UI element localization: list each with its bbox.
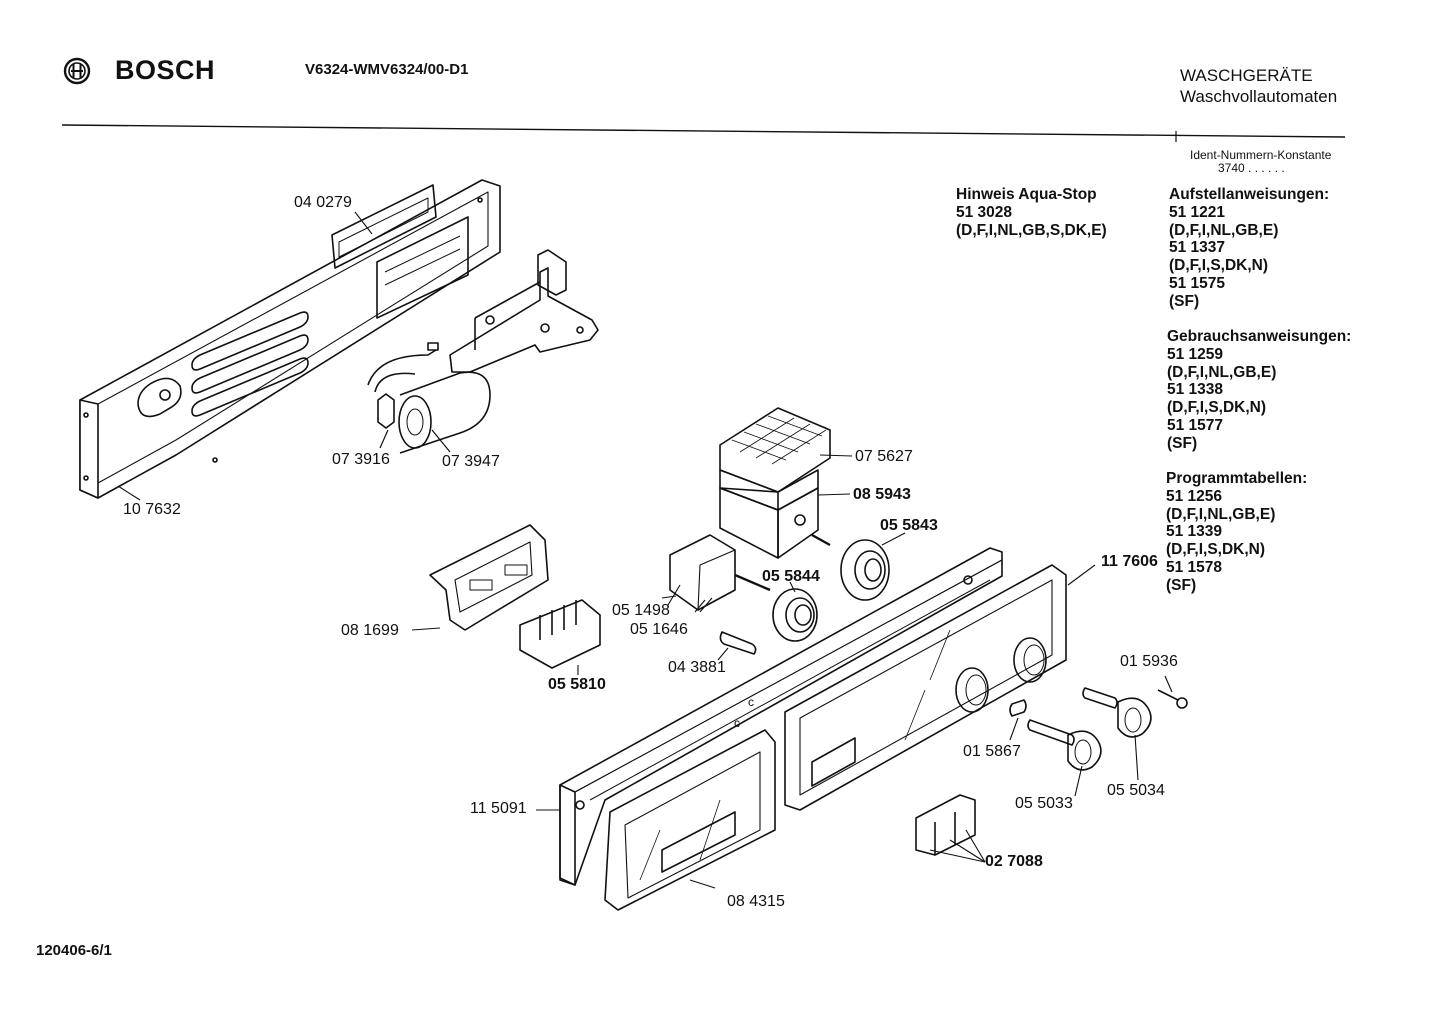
rear-panel-drawing — [79, 179, 501, 499]
doc-line: 51 1578 — [1166, 558, 1223, 576]
connector-drawing — [519, 599, 601, 675]
category-subtitle: Waschvollautomaten — [1180, 87, 1338, 106]
doc-line: (D,F,I,S,DK,N) — [1169, 257, 1269, 275]
doc-line: (D,F,I,NL,GB,E) — [1166, 505, 1276, 523]
part-label-055843: 05 5843 — [880, 517, 938, 534]
part-label-051646: 05 1646 — [630, 621, 688, 638]
bracket-drawing — [449, 249, 599, 373]
part-label-040279: 04 0279 — [294, 194, 352, 211]
screw-drawing — [1009, 675, 1188, 741]
fascia-drawing — [784, 564, 1096, 811]
spindle-drawing — [717, 631, 757, 661]
part-label-117606: 11 7606 — [1101, 553, 1158, 570]
brand-name: BOSCH — [115, 55, 216, 85]
doc-block-setup: Aufstellanweisungen: 51 1221 (D,F,I,NL,G… — [1169, 186, 1329, 311]
doc-line: (D,F,I,S,DK,N) — [1167, 399, 1267, 417]
doc-title: Gebrauchsanweisungen: — [1167, 328, 1352, 345]
part-label-075627: 07 5627 — [855, 448, 913, 465]
ident-value: 3740 . . . . . . — [1218, 161, 1285, 175]
doc-title: Aufstellanweisungen: — [1169, 186, 1330, 203]
part-label-051498: 05 1498 — [612, 602, 670, 619]
part-label-055844: 05 5844 — [762, 568, 820, 585]
doc-block-programs: Programmtabellen: 51 1256 (D,F,I,NL,GB,E… — [1166, 470, 1307, 595]
part-label-073947: 07 3947 — [442, 453, 500, 470]
svg-text:c: c — [734, 716, 740, 730]
header-rule — [61, 124, 1346, 138]
display-window-drawing — [604, 729, 776, 911]
doc-line: 51 1577 — [1167, 416, 1224, 434]
doc-block-usage: Gebrauchsanweisungen: 51 1259 (D,F,I,NL,… — [1167, 328, 1351, 453]
diagram-code: 120406-6/1 — [36, 942, 112, 959]
model-number: V6324-WMV6324/00-D1 — [305, 61, 469, 78]
aqua-stop-number: 51 3028 — [956, 203, 1013, 221]
part-label-107632: 10 7632 — [123, 501, 181, 518]
aqua-stop-title: Hinweis Aqua-Stop — [956, 186, 1097, 203]
doc-line: (SF) — [1167, 434, 1198, 452]
buttons-drawing — [915, 794, 986, 863]
part-label-055033: 05 5033 — [1015, 795, 1073, 812]
holder-drawing — [411, 524, 549, 631]
doc-line: 51 1256 — [1166, 487, 1223, 505]
part-label-081699: 08 1699 — [341, 622, 399, 639]
part-label-015867: 01 5867 — [963, 743, 1021, 760]
doc-line: (D,F,I,NL,GB,E) — [1169, 221, 1279, 239]
aqua-stop-info: Hinweis Aqua-Stop 51 3028 (D,F,I,NL,GB,S… — [956, 186, 1107, 239]
part-label-073916: 07 3916 — [332, 451, 390, 468]
svg-text:c: c — [748, 695, 754, 709]
doc-line: 51 1339 — [1166, 523, 1223, 541]
timer-drawing — [719, 407, 853, 559]
ident-label: Ident-Nummern-Konstante — [1190, 148, 1332, 162]
doc-title: Programmtabellen: — [1166, 470, 1308, 487]
part-label-015936: 01 5936 — [1120, 653, 1178, 670]
bosch-logo-icon — [62, 56, 92, 91]
doc-line: 51 1575 — [1169, 274, 1226, 292]
doc-line: 51 1259 — [1167, 345, 1224, 363]
doc-line: (SF) — [1169, 292, 1200, 310]
doc-line: 51 1221 — [1169, 203, 1226, 221]
doc-line: (SF) — [1166, 576, 1197, 594]
knobs-drawing — [1027, 687, 1152, 797]
category-title: WASCHGERÄTE — [1180, 66, 1313, 85]
switch-drawing — [667, 534, 771, 613]
capacitor-drawing — [367, 342, 491, 454]
doc-line: 51 1338 — [1167, 381, 1224, 399]
aqua-stop-langs: (D,F,I,NL,GB,S,DK,E) — [956, 221, 1107, 239]
part-label-055034: 05 5034 — [1107, 782, 1165, 799]
doc-line: (D,F,I,S,DK,N) — [1166, 541, 1266, 559]
seal-rings-drawing — [772, 539, 890, 642]
part-label-084315: 08 4315 — [727, 893, 785, 910]
doc-line: (D,F,I,NL,GB,E) — [1167, 363, 1277, 381]
front-panel-drawing: c c — [536, 547, 1003, 886]
doc-line: 51 1337 — [1169, 239, 1226, 257]
part-label-027088: 02 7088 — [985, 853, 1043, 870]
part-label-115091: 11 5091 — [470, 800, 527, 817]
part-label-055810: 05 5810 — [548, 676, 606, 693]
part-label-085943: 08 5943 — [853, 486, 911, 503]
part-label-043881: 04 3881 — [668, 659, 726, 676]
